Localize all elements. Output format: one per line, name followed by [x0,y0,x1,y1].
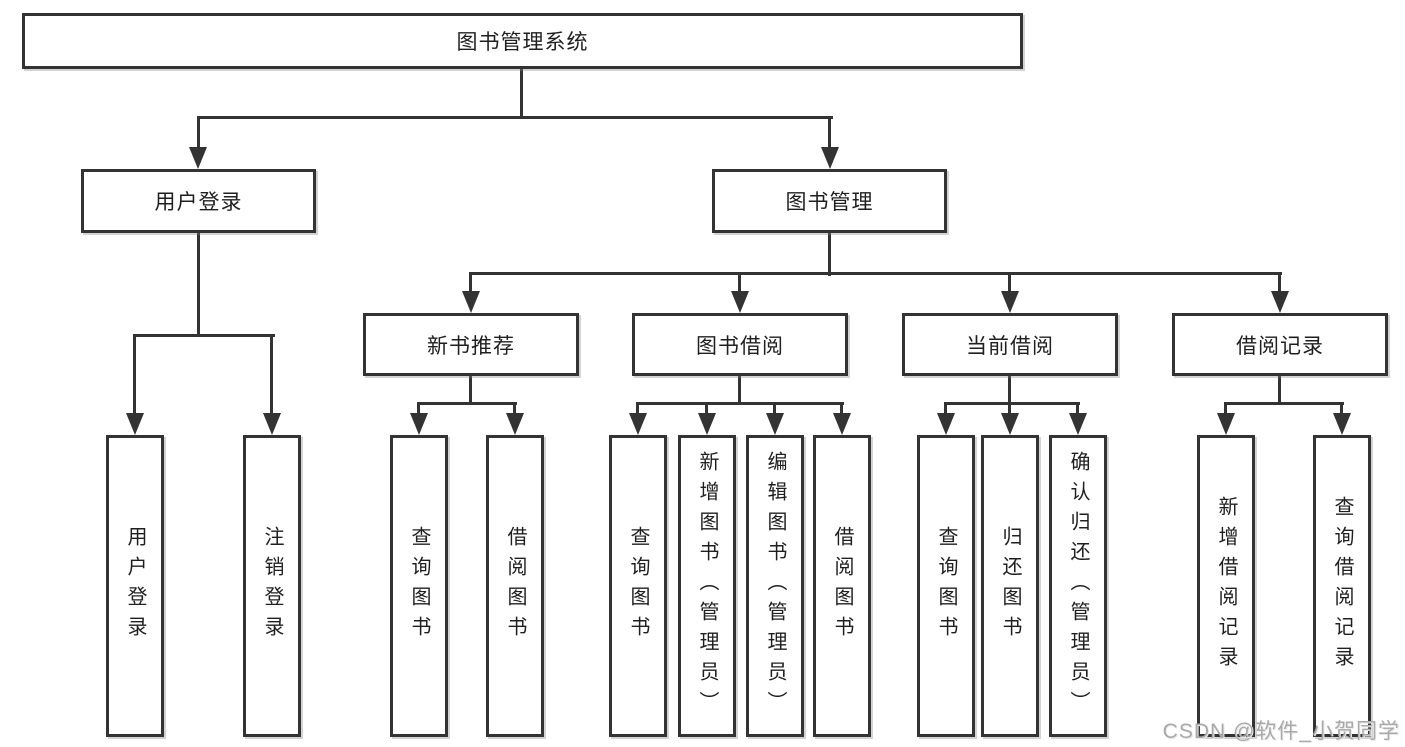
connector-line [944,402,947,416]
leaf-logout: 注销登录 [243,435,301,737]
leaf-label: 用户登录 [124,526,146,646]
leaf-borrow-books-recommend: 借阅图书 [486,435,544,737]
connector-line [133,334,275,337]
connector-line [944,402,1080,405]
node-book-borrowing: 图书借阅 [632,313,848,376]
leaf-label: 归还图书 [999,526,1021,646]
arrow-down-icon [1001,413,1019,435]
arrow-down-icon [1217,413,1235,435]
connector-line [197,232,200,337]
node-current-borrowing: 当前借阅 [902,313,1118,376]
connector-line [197,116,833,119]
connector-line [840,402,843,416]
leaf-edit-books-admin: 编辑图书（管理员） [746,435,804,737]
node-label: 图书管理系统 [456,31,589,54]
connector-line [469,272,1282,275]
connector-line [513,402,516,416]
leaf-label: 新增图书（管理员） [696,451,718,721]
arrow-down-icon [937,413,955,435]
connector-line [1278,272,1281,293]
connector-line [773,402,776,416]
connector-line [520,69,523,118]
arrow-down-icon [731,291,749,313]
arrow-down-icon [462,291,480,313]
connector-line [636,402,844,405]
connector-line [636,402,639,416]
node-book-management: 图书管理 [712,169,947,233]
connector-line [1224,402,1344,405]
leaf-label: 编辑图书（管理员） [764,451,786,721]
connector-line [738,272,741,293]
node-library-management-system: 图书管理系统 [22,13,1023,69]
leaf-query-books-borrow: 查询图书 [609,435,667,737]
connector-line [417,402,420,416]
connector-line [133,334,136,415]
leaf-add-books-admin: 新增图书（管理员） [678,435,736,737]
leaf-label: 查询图书 [627,526,649,646]
leaf-label: 新增借阅记录 [1215,496,1237,676]
arrow-down-icon [629,413,647,435]
connector-line [469,375,472,405]
leaf-query-books-current: 查询图书 [917,435,975,737]
arrow-down-icon [1333,413,1351,435]
connector-line [705,402,708,416]
leaf-return-books: 归还图书 [981,435,1039,737]
node-borrowing-records: 借阅记录 [1172,313,1388,376]
arrow-down-icon [698,413,716,435]
arrow-down-icon [1001,291,1019,313]
arrow-down-icon [833,413,851,435]
leaf-user-login: 用户登录 [106,435,164,737]
connector-line [469,272,472,293]
connector-line [197,116,200,149]
arrow-down-icon [263,413,281,435]
connector-line [738,375,741,405]
connector-line [1076,402,1079,416]
leaf-label: 查询图书 [935,526,957,646]
node-label: 新书推荐 [427,334,515,358]
leaf-query-borrow-record: 查询借阅记录 [1313,435,1371,737]
connector-line [1340,402,1343,416]
arrow-down-icon [410,413,428,435]
leaf-label: 确认归还（管理员） [1067,451,1089,721]
connector-line [1008,272,1011,293]
leaf-label: 查询借阅记录 [1331,496,1353,676]
arrow-down-icon [189,147,207,169]
leaf-label: 注销登录 [261,526,283,646]
connector-line [417,402,517,405]
arrow-down-icon [126,413,144,435]
arrow-down-icon [821,147,839,169]
node-label: 用户登录 [154,191,243,214]
watermark: CSDN @软件_小贺同学 [1162,720,1400,743]
node-label: 图书管理 [785,191,874,214]
arrow-down-icon [506,413,524,435]
leaf-label: 借阅图书 [504,526,526,646]
connector-line [1224,402,1227,416]
connector-line [1008,402,1011,416]
leaf-label: 借阅图书 [831,526,853,646]
connector-line [828,116,831,149]
leaf-label: 查询图书 [408,526,430,646]
leaf-query-books-recommend: 查询图书 [390,435,448,737]
node-user-login: 用户登录 [81,169,316,233]
leaf-add-borrow-record: 新增借阅记录 [1197,435,1255,737]
connector-line [270,334,273,415]
arrow-down-icon [1271,291,1289,313]
node-label: 当前借阅 [966,334,1054,358]
connector-line [828,232,831,276]
node-new-book-recommendation: 新书推荐 [363,313,579,376]
leaf-confirm-return-admin: 确认归还（管理员） [1049,435,1107,737]
leaf-borrow-books: 借阅图书 [813,435,871,737]
arrow-down-icon [766,413,784,435]
node-label: 图书借阅 [696,334,784,358]
connector-line [1278,375,1281,405]
connector-line [1008,375,1011,405]
arrow-down-icon [1069,413,1087,435]
node-label: 借阅记录 [1236,334,1324,358]
